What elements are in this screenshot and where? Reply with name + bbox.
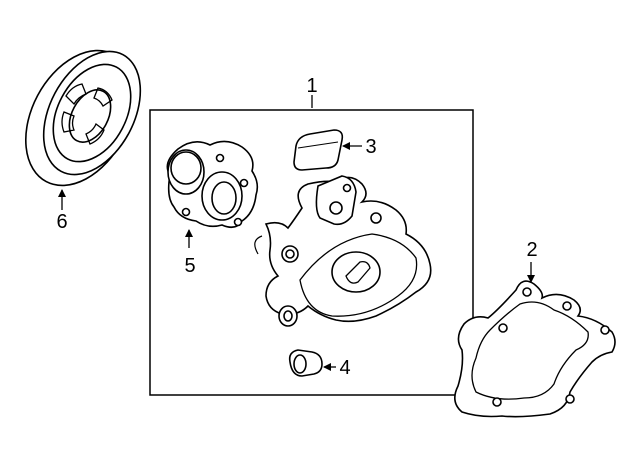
callout-6: 6 [56,189,68,233]
callout-5: 5 [184,229,196,277]
clip-part [288,349,323,377]
flange-part [166,140,259,229]
callout-3: 3 [342,136,377,158]
seal-block-part [293,129,344,171]
callout-4-label: 4 [339,357,350,379]
callout-2-label: 2 [526,239,537,261]
callout-1: 1 [306,75,318,108]
gasket-part [454,280,616,418]
pulley-part [24,49,142,187]
callout-1-label: 1 [306,75,317,97]
callout-3-label: 3 [365,136,376,158]
callout-6-label: 6 [56,211,67,233]
callout-4: 4 [323,357,351,379]
callout-2: 2 [526,239,538,283]
callout-5-label: 5 [184,255,195,277]
assembly-frame [149,109,474,396]
pump-housing-part [254,175,432,327]
